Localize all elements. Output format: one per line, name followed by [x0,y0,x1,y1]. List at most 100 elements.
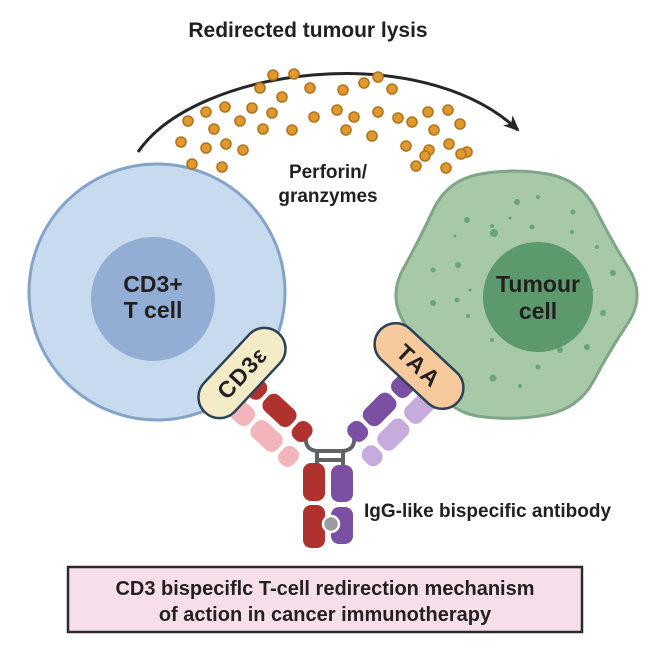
perforin-label-line1: Perforin/ [289,162,368,183]
tumour-speckle [610,270,616,276]
tumour-speckle [508,216,512,220]
light-chain-domain [377,418,410,451]
granzyme-dot [200,106,212,118]
caption-line2: of action in cancer immunotherapy [159,604,492,626]
granzyme-dot [337,84,349,96]
granzyme-dot [419,150,431,162]
tumour-speckle [454,297,460,303]
tumour-speckle [490,338,494,342]
tumour-speckle [518,384,522,388]
fc-domain [303,463,325,501]
granzyme-dot [267,69,279,81]
granzyme-dot [358,77,370,89]
tumour-speckle [490,224,494,228]
granzyme-dot [186,158,198,170]
granzyme-dot [406,116,418,128]
caption-box [66,565,584,634]
perforin-dots [175,68,473,174]
granzyme-dot [286,124,298,136]
tumour-cell-nucleus [483,242,593,352]
tumour-speckle [453,234,457,238]
granzyme-dot [175,136,187,148]
fc-domain [303,505,325,548]
granzyme-dot [340,124,352,136]
granzyme-dot [410,160,422,172]
tumour-speckle [464,217,470,223]
t-cell-nucleus [91,237,215,361]
tumour-speckle [536,195,540,199]
heavy-chain-domain [362,392,397,427]
t-cell-label-line2: T cell [124,297,183,323]
fc-stem-purple [331,465,353,544]
tumour-speckle [468,288,472,292]
granzyme-dot [348,111,360,123]
granzyme-dot [392,112,404,124]
tumour-speckle [557,347,563,353]
granzyme-dot [372,106,384,118]
tumour-speckle [466,314,470,318]
tumour-speckle [514,199,520,205]
tumour-speckles [430,195,616,388]
granzyme-dot [257,123,269,135]
perforin-label-line2: granzymes [278,186,377,207]
granzyme-dot [220,138,232,150]
granzyme-dot [454,118,466,130]
redirected-lysis-arrow [136,72,520,153]
granzyme-dot [200,142,212,154]
tumour-speckle [570,230,574,234]
fc-domain [331,465,353,502]
granzyme-dot [428,124,440,136]
granzyme-dot [400,140,412,152]
tumour-speckle [535,364,541,370]
granzyme-dot [276,91,288,103]
granzyme-dot [219,101,231,113]
tumour-cell-label-line1: Tumour [496,271,580,297]
tumour-speckle [600,310,606,316]
stem-knob-dot [321,514,341,534]
granzyme-dot [440,162,452,174]
taa-pill-shape [373,321,465,411]
granzyme-dot [266,107,278,119]
tumour-speckle [430,267,436,273]
tumour-speckle [595,245,599,249]
light-chain-domain [278,445,299,467]
granzyme-dot [455,148,467,160]
granzyme-dot [308,111,320,123]
tumour-speckle [489,374,497,382]
granzyme-dot [208,123,220,135]
granzyme-dot [234,115,246,127]
anti-taa-light-chain [361,388,440,467]
granzyme-dot [288,68,300,80]
granzyme-dot [443,138,455,150]
granzyme-dot [366,130,378,142]
tumour-speckle [570,209,576,215]
antibody-label: IgG-like bispecific antibody [364,501,611,522]
antibody-hinge [303,435,357,466]
granzyme-dot [216,161,228,173]
tumour-cell-label-line2: cell [519,298,557,324]
tumour-speckle [430,300,436,306]
heavy-chain-domain [347,420,369,442]
granzyme-dot [422,106,434,118]
tumour-speckle [529,224,535,230]
fc-domain [331,507,353,544]
granzyme-dot [182,115,194,127]
granzyme-dot [246,102,258,114]
granzyme-dot [331,104,343,116]
light-chain-domain [361,445,383,467]
light-chain-domain [250,420,283,452]
tumour-speckle [455,262,461,268]
tumour-speckle [584,344,590,350]
caption-line1: CD3 bispeciflc T-cell redirection mechan… [115,578,534,600]
fc-stem-red [303,463,325,548]
title-text: Redirected tumour lysis [188,19,427,42]
granzyme-dot [386,83,398,95]
granzyme-dot [304,82,316,94]
granzyme-dot [442,104,454,116]
granzyme-dot [372,71,384,83]
granzyme-dot [237,144,249,156]
heavy-chain-domain [291,421,313,443]
tumour-speckle [490,229,498,237]
